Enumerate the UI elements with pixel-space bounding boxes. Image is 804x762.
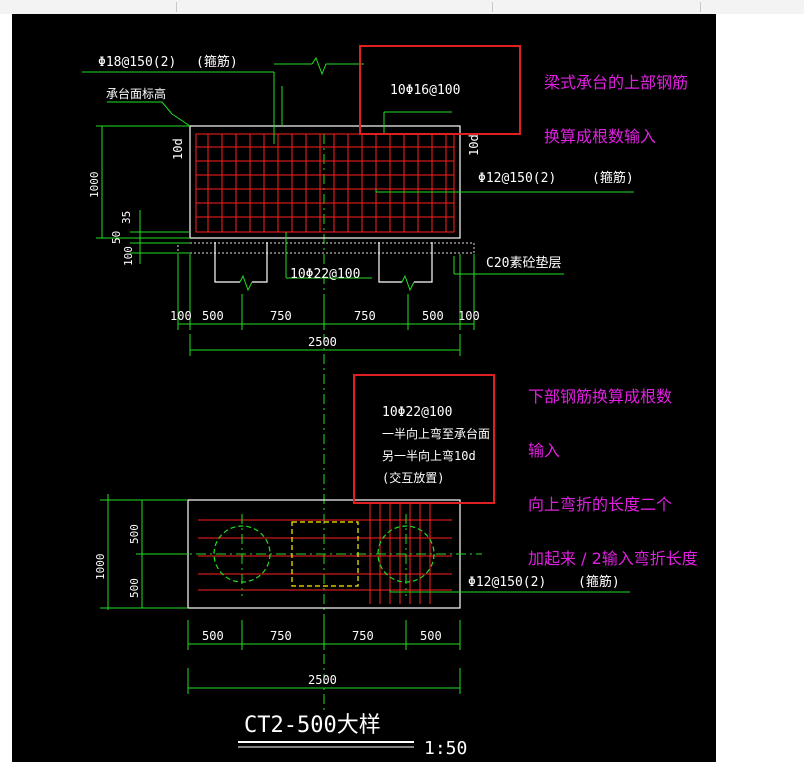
plan-note-line-4: (交互放置) — [382, 470, 444, 485]
plan-leaders — [389, 590, 630, 593]
cap-rebar-mesh — [195, 133, 455, 233]
bottom-rebar-highlight-box — [353, 374, 495, 504]
cad-drawing-canvas: Φ18@150(2) (箍筋) 承台面标高 10Φ16@100 10d 10d … — [12, 14, 716, 762]
cad-drawing: Φ18@150(2) (箍筋) 承台面标高 10Φ16@100 10d 10d … — [82, 45, 634, 759]
column-outline — [291, 521, 359, 587]
toolbar-divider — [492, 2, 493, 12]
top-annotation: 梁式承台的上部钢筋 换算成根数输入 — [544, 38, 688, 164]
right-margin — [716, 14, 804, 762]
left-margin — [0, 14, 12, 762]
plan-dim-500-bottom: 500 — [128, 578, 141, 598]
plan-axis-lines — [176, 514, 482, 596]
elev-dim-500-left: 500 — [202, 309, 224, 323]
viewer-top-bar — [0, 0, 804, 15]
pile-elevation — [214, 242, 433, 283]
plan-text-group: 10Φ22@100 一半向上弯至承台面 另一半向上弯10d (交互放置) 500… — [94, 405, 620, 687]
plan-dim-1000: 1000 — [94, 554, 107, 581]
plan-vertical-dims — [100, 494, 188, 610]
plan-stirrup-label: Φ12@150(2) — [468, 575, 546, 590]
cushion-label: C20素砼垫层 — [486, 255, 561, 271]
plan-dim-total: 2500 — [308, 673, 337, 687]
elev-dim-100-right: 100 — [458, 309, 480, 323]
leader-lines — [82, 71, 634, 279]
plan-dim-500-top: 500 — [128, 524, 141, 544]
stirrup-top-label: Φ18@150(2) — [98, 55, 176, 70]
plan-note-line-3: 另一半向上弯10d — [382, 448, 476, 463]
elev-dim-750-right: 750 — [354, 309, 376, 323]
bottom-annotation-line: 下部钢筋换算成根数 — [528, 387, 673, 406]
elev-dim-100-left: 100 — [170, 309, 192, 323]
plan-dim-500-right: 500 — [420, 629, 442, 643]
elev-dim-500-right: 500 — [422, 309, 444, 323]
cushion-layer — [177, 242, 475, 254]
elevation-text-group: Φ18@150(2) (箍筋) 承台面标高 10Φ16@100 10d 10d … — [88, 54, 634, 349]
plan-stirrup-note: (箍筋) — [578, 574, 620, 590]
elevation-height-dim: 1000 — [88, 172, 101, 199]
bottom-annotation-line: 加起来 / 2输入弯折长度 — [528, 549, 698, 568]
ten-d-right-label: 10d — [467, 134, 481, 156]
toolbar-divider — [700, 2, 701, 12]
top-rebar-highlight-box — [359, 45, 521, 135]
cap-top-elevation-label: 承台面标高 — [106, 86, 166, 101]
cap-outline — [189, 125, 461, 239]
elev-dim-750-left: 750 — [270, 309, 292, 323]
ten-d-left-label: 10d — [171, 138, 185, 160]
elevation-vertical-dims — [96, 125, 190, 264]
plan-dim-750-left: 750 — [270, 629, 292, 643]
pile-break-marks — [239, 56, 415, 292]
top-bars-label: 10Φ16@100 — [390, 83, 460, 98]
elevation-100-dim: 100 — [122, 246, 135, 266]
bottom-annotation-line: 向上弯折的长度二个 — [528, 495, 673, 514]
plan-horizontal-dims — [187, 620, 461, 694]
plan-note-line-1: 10Φ22@100 — [382, 405, 452, 420]
top-annotation-line: 梁式承台的上部钢筋 — [544, 73, 689, 92]
detail-scale: 1:50 — [424, 738, 467, 759]
plan-note-line-2: 一半向上弯至承台面 — [382, 426, 490, 441]
side-stirrup-label: Φ12@150(2) — [478, 171, 556, 186]
elev-dim-total: 2500 — [308, 335, 337, 349]
bottom-bars-label: 10Φ22@100 — [290, 267, 360, 282]
toolbar-divider — [176, 2, 177, 12]
bottom-annotation: 下部钢筋换算成根数 输入 向上弯折的长度二个 加起来 / 2输入弯折长度 — [528, 352, 698, 586]
top-annotation-line: 换算成根数输入 — [544, 127, 657, 146]
plan-dim-750-right: 750 — [352, 629, 374, 643]
elevation-50-dim: 50 — [110, 231, 123, 244]
side-stirrup-note: (箍筋) — [592, 170, 634, 186]
detail-title: CT2-500大样 — [244, 713, 381, 738]
stirrup-top-note: (箍筋) — [196, 54, 238, 70]
bottom-annotation-line: 输入 — [528, 441, 561, 460]
elevation-35-dim: 35 — [120, 211, 133, 224]
plan-dim-500-left: 500 — [202, 629, 224, 643]
elevation-horizontal-dims — [177, 254, 475, 356]
